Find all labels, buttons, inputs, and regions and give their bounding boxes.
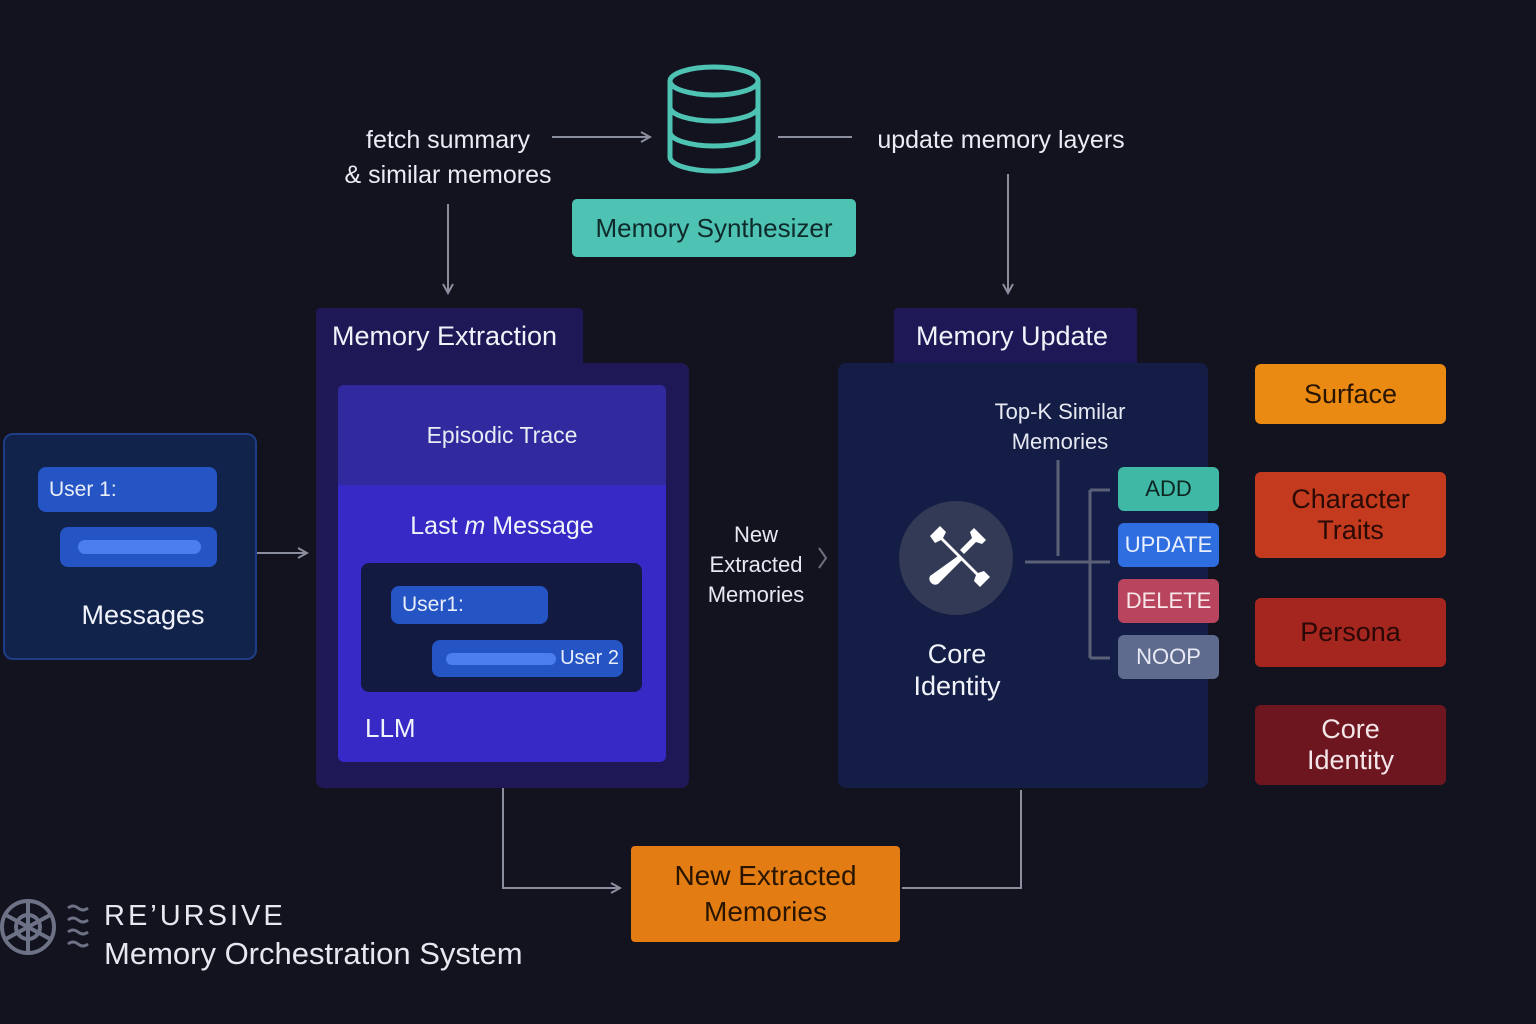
core-line-1: Core: [927, 639, 987, 669]
chat-user2-label: User 2: [560, 647, 619, 669]
chat-user2-chip: User 2: [432, 640, 623, 677]
core-identity-label: Core Identity: [890, 638, 1024, 702]
layer-line-1: Character: [1291, 484, 1410, 514]
new-extracted-memories-label: New Extracted Memories: [700, 520, 812, 610]
last-suffix: Message: [492, 512, 594, 540]
topk-line-2: Memories: [1011, 429, 1109, 454]
chat-placeholder-bar: [446, 652, 556, 665]
tools-circle: [899, 501, 1013, 615]
op-add-button: ADD: [1118, 467, 1219, 511]
layer-persona: Persona: [1255, 598, 1446, 667]
message-placeholder-bar: [78, 540, 201, 554]
flow-line-1: New: [733, 522, 778, 547]
llm-label: LLM: [365, 713, 416, 743]
memory-synthesizer-label: Memory Synthesizer: [572, 199, 856, 257]
layer-label: Surface: [1304, 379, 1397, 410]
episodic-trace: Episodic Trace: [338, 385, 666, 485]
layer-line-1: Core: [1321, 714, 1380, 744]
last-prefix: Last: [410, 512, 458, 540]
memory-update-panel: [838, 363, 1208, 788]
core-line-2: Identity: [913, 671, 1001, 701]
layer-label: Persona: [1300, 617, 1401, 648]
messages-title: Messages: [81, 600, 205, 630]
message-bubble: [60, 527, 217, 567]
top-k-similar-label: Top-K Similar Memories: [960, 397, 1160, 457]
op-noop-button: NOOP: [1118, 635, 1219, 679]
arrow-llm-to-new-memories: [502, 762, 620, 888]
recursive-logo-icon: [0, 899, 89, 955]
new-extracted-memories-box: New Extracted Memories: [631, 846, 900, 942]
last-var: m: [464, 512, 486, 540]
fetch-summary-label: fetch summary & similar memores: [330, 123, 566, 193]
layer-line-2: Identity: [1306, 745, 1395, 775]
op-delete-button: DELETE: [1118, 579, 1219, 623]
op-update-button: UPDATE: [1118, 523, 1219, 567]
topk-line-1: Top-K Similar: [994, 399, 1126, 424]
line-new-memories-to-update: [902, 790, 1022, 889]
update-memory-layers-label: update memory layers: [877, 126, 1125, 154]
arrow-new-extracted: [818, 547, 828, 569]
new-mem-line-2: Memories: [704, 896, 827, 927]
memory-extraction-tab: Memory Extraction: [316, 308, 583, 364]
new-mem-line-1: New Extracted: [674, 860, 857, 891]
brand-subtitle: Memory Orchestration System: [104, 936, 523, 971]
user-1-chip: User 1:: [38, 467, 217, 512]
layer-line-1: Surface: [1303, 378, 1398, 409]
layer-line-2: Traits: [1317, 515, 1384, 545]
layer-line-1: Persona: [1300, 617, 1401, 647]
wrench-screwdriver-icon: [929, 526, 990, 587]
fetch-line-1: fetch summary: [366, 126, 530, 154]
brand-name: RE’URSIVE: [104, 900, 286, 932]
fetch-line-2: & similar memores: [344, 161, 552, 189]
chat-user1-chip: User1:: [391, 586, 548, 624]
memory-update-tab: Memory Update: [894, 308, 1137, 364]
layer-surface: Surface: [1255, 364, 1446, 424]
flow-line-2: Extracted: [709, 552, 803, 577]
database-icon: [667, 64, 761, 174]
last-m-message: Last m Message: [338, 512, 666, 541]
flow-line-3: Memories: [707, 582, 805, 607]
